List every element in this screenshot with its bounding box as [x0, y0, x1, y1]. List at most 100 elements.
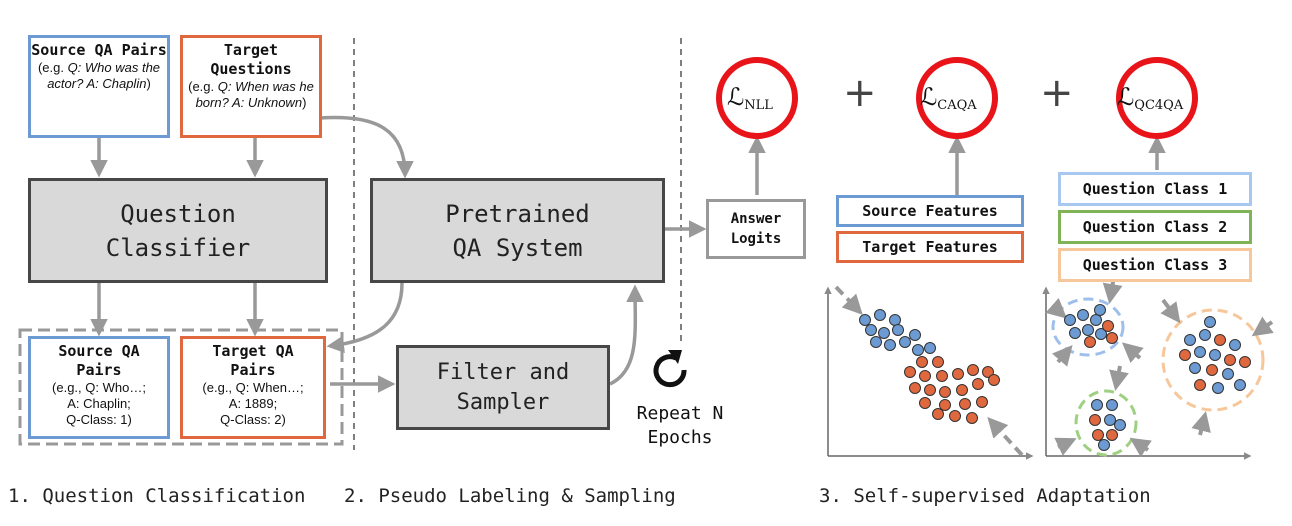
- target-pairs-title1: Target QA: [212, 342, 294, 360]
- question-classifier-line1: Question: [120, 199, 236, 228]
- qa-system-line2: QA System: [452, 233, 583, 262]
- target-point: [1106, 429, 1118, 441]
- target-point: [959, 398, 971, 410]
- target-point: [967, 364, 979, 376]
- source-point: [1064, 314, 1076, 326]
- repeat-line1: Repeat N: [636, 403, 724, 424]
- source-features-box: Source Features: [836, 195, 1024, 227]
- source-point: [892, 324, 904, 336]
- target-point: [1239, 356, 1251, 368]
- source-point: [1094, 304, 1106, 316]
- source-point: [874, 309, 886, 321]
- source-point: [909, 329, 921, 341]
- source-point: [1229, 339, 1241, 351]
- source-point: [1106, 399, 1118, 411]
- plus-sign-1: +: [843, 70, 877, 116]
- target-point: [924, 384, 936, 396]
- source-point: [1090, 314, 1102, 326]
- answer-logits-line1: Answer: [730, 211, 782, 227]
- source-pairs-title2: Pairs: [76, 361, 122, 379]
- source-point: [865, 324, 877, 336]
- source-qa-pairs-output: Source QA Pairs (e.g., Q: Who…; A: Chapl…: [28, 336, 170, 439]
- source-point: [1114, 419, 1126, 431]
- target-point: [1089, 414, 1101, 426]
- repeat-line2: Epochs: [647, 427, 713, 448]
- source-pairs-d1: (e.g., Q: Who…;: [52, 380, 146, 395]
- target-point: [1214, 334, 1226, 346]
- source-qa-example: (e.g. Q: Who was the actor? A: Chaplin): [37, 60, 161, 91]
- source-point: [899, 336, 911, 348]
- source-point: [1104, 414, 1116, 426]
- target-point: [939, 386, 951, 398]
- target-point: [936, 370, 948, 382]
- target-point: [972, 378, 984, 390]
- source-point: [924, 342, 936, 354]
- target-point: [932, 408, 944, 420]
- source-point: [1098, 439, 1110, 451]
- target-point: [909, 382, 921, 394]
- target-features-box: Target Features: [836, 231, 1024, 263]
- target-point: [939, 399, 951, 411]
- source-point: [1091, 399, 1103, 411]
- source-point: [1184, 334, 1196, 346]
- source-qa-pairs-box: Source QA Pairs (e.g. Q: Who was the act…: [28, 35, 170, 138]
- source-point: [870, 336, 882, 348]
- target-point: [904, 366, 916, 378]
- target-qa-pairs-output: Target QA Pairs (e.g., Q: When…; A: 1889…: [180, 336, 326, 439]
- target-point: [916, 356, 928, 368]
- question-class-1: Question Class 1: [1058, 172, 1252, 206]
- source-point: [1222, 368, 1234, 380]
- target-point: [988, 374, 1000, 386]
- target-point: [952, 368, 964, 380]
- source-pairs-d2: A: Chaplin;: [67, 396, 131, 411]
- filter-line2: Sampler: [456, 389, 550, 415]
- source-point: [912, 344, 924, 356]
- target-point: [919, 370, 931, 382]
- scatter-plot-2: [1042, 275, 1274, 460]
- filter-line1: Filter and: [436, 359, 570, 385]
- target-point: [1206, 364, 1218, 376]
- source-point: [1194, 346, 1206, 358]
- target-point: [1092, 429, 1104, 441]
- question-class-2: Question Class 2: [1058, 210, 1252, 244]
- filter-and-sampler: Filter and Sampler: [396, 345, 610, 430]
- target-point: [1194, 379, 1206, 391]
- target-point: [1179, 349, 1191, 361]
- target-point: [1084, 336, 1096, 348]
- scatter-plot-1: [824, 285, 1034, 460]
- question-classifier: Question Classifier: [28, 178, 328, 283]
- source-point: [1234, 379, 1246, 391]
- pretrained-qa-system: Pretrained QA System: [370, 178, 665, 283]
- loss-nll-ring: [716, 57, 798, 139]
- source-point: [1189, 362, 1201, 374]
- target-point: [1102, 320, 1114, 332]
- source-point: [878, 327, 890, 339]
- target-point: [919, 397, 931, 409]
- source-point: [1199, 329, 1211, 341]
- answer-logits-line2: Logits: [730, 231, 782, 247]
- question-classifier-line2: Classifier: [105, 233, 251, 262]
- loss-qc4qa: ℒQC4QA: [1117, 83, 1184, 113]
- target-questions-title: Target Questions: [210, 41, 292, 78]
- answer-logits: Answer Logits: [706, 199, 806, 259]
- target-point: [949, 410, 961, 422]
- section-3-caption: 3. Self-supervised Adaptation: [819, 485, 1151, 507]
- source-point: [1212, 382, 1224, 394]
- loss-caqa-ring: [916, 57, 998, 139]
- target-point: [1106, 332, 1118, 344]
- source-point: [1077, 309, 1089, 321]
- source-qa-pairs-title: Source QA Pairs: [31, 41, 167, 59]
- loss-nll: ℒNLL: [727, 83, 773, 113]
- source-point: [859, 314, 871, 326]
- source-point: [889, 314, 901, 326]
- repeat-label: Repeat N Epochs: [622, 402, 738, 456]
- source-point: [884, 339, 896, 351]
- source-pairs-title1: Source QA: [58, 342, 140, 360]
- target-point: [966, 412, 978, 424]
- stage1-arrows: [90, 115, 1166, 393]
- source-point: [1204, 316, 1216, 328]
- target-point: [1224, 354, 1236, 366]
- source-pairs-d3: Q-Class: 1): [66, 412, 132, 427]
- loss-qc4qa-ring: [1116, 57, 1198, 139]
